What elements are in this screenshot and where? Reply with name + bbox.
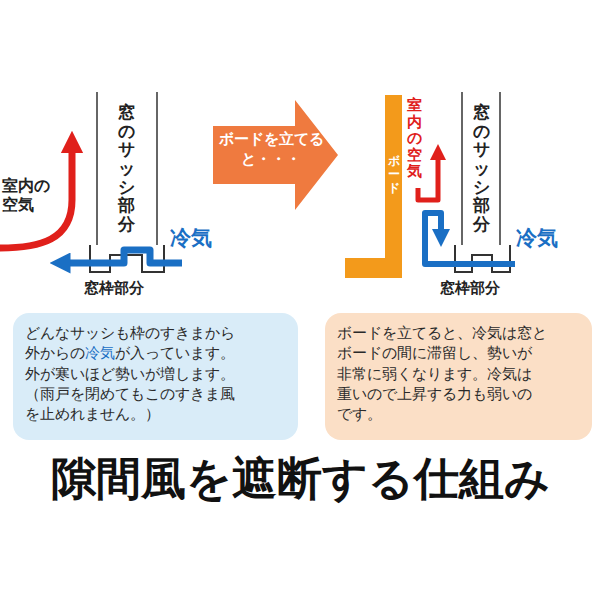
explanation-text: どんなサッシも枠のすきまから 外からの冷気が入っています。 外が寒いほど勢いが増…: [25, 323, 286, 424]
explanation-box: どんなサッシも枠のすきまから 外からの冷気が入っています。 外が寒いほど勢いが増…: [13, 313, 298, 440]
orange-arrow: ボードを立てると・・・: [213, 100, 338, 210]
arrow-fill: [213, 100, 338, 210]
frame-label: 窓枠部分: [84, 279, 144, 297]
board: ボード: [385, 95, 402, 255]
board-label: ボード: [388, 155, 400, 195]
air-label: 室内の空気: [2, 176, 52, 214]
right-sash: [455, 92, 510, 272]
explanation-box: ボードを立てると、冷気は窓と ボードの間に滞留し、勢いが 非常に弱くなります。冷…: [325, 313, 592, 440]
explanation-text: ボードを立てると、冷気は窓と ボードの間に滞留し、勢いが 非常に弱くなります。冷…: [337, 323, 580, 424]
cold-air-label: 冷気: [516, 226, 558, 251]
cold-air-arrow: [425, 213, 515, 264]
arrow-caption: ボードを立てると・・・: [215, 130, 327, 169]
room-air-arrow: [0, 142, 72, 248]
frame-label: 窓枠部分: [440, 279, 500, 297]
sash-label: 窓のサッシ部分: [473, 103, 490, 234]
sash-label: 窓のサッシ部分: [118, 103, 135, 234]
cold-air-label: 冷気: [170, 226, 212, 251]
left-sash: [90, 92, 164, 272]
board-foot: [345, 255, 402, 278]
title: 隙間風を遮断する仕組み: [0, 452, 600, 506]
cold-air-arrow: [60, 250, 182, 263]
air-label: 室内の空気: [407, 97, 422, 180]
